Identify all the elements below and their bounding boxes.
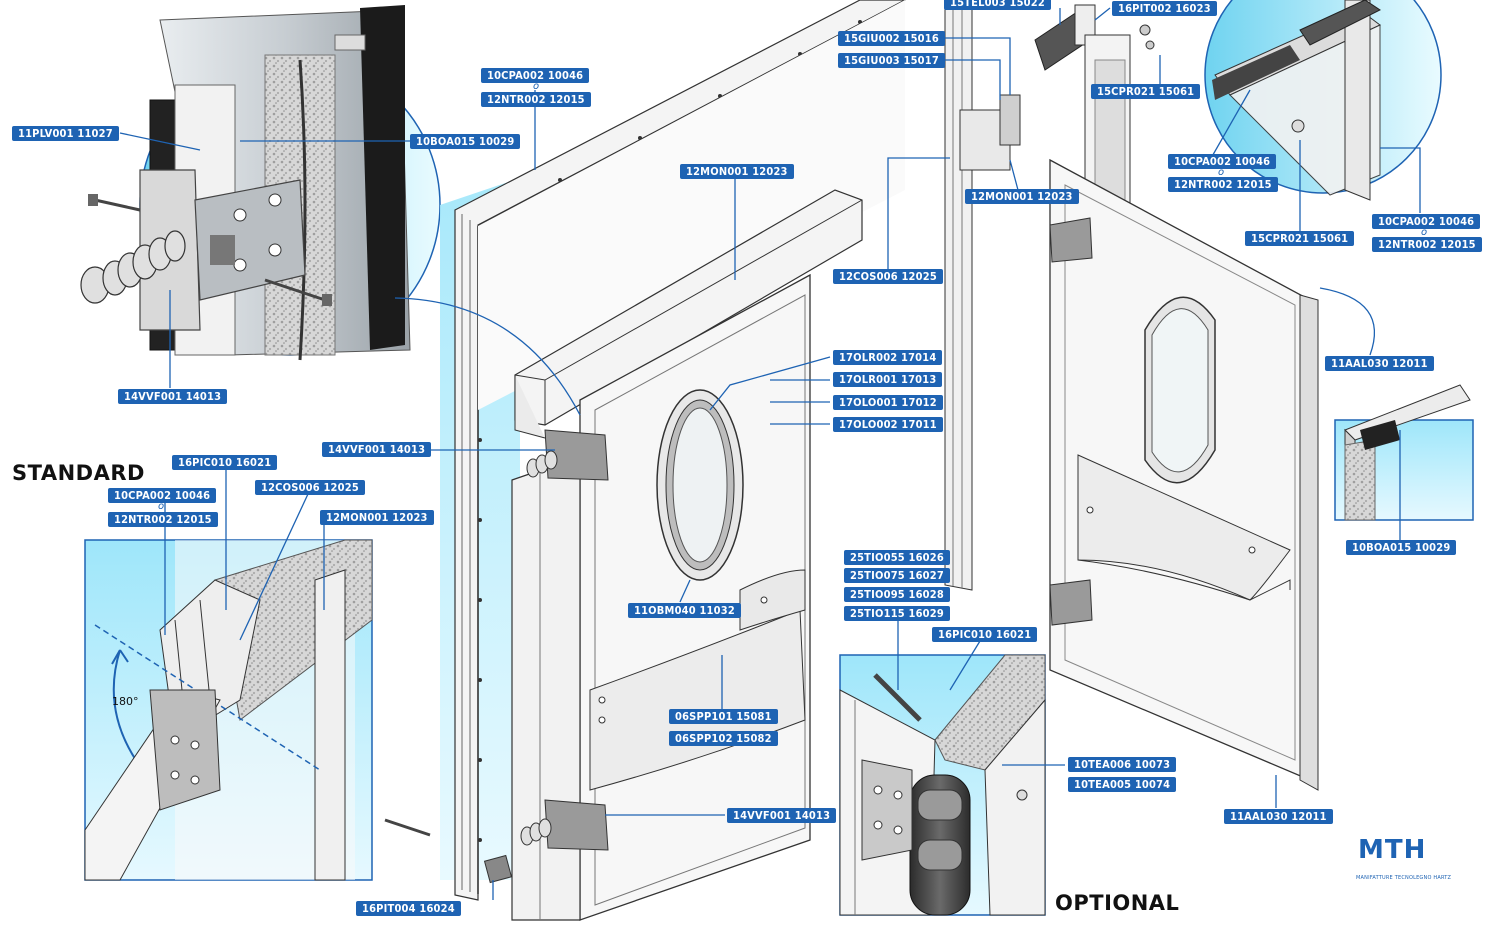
part-label-spp1: 06SPP101 15081 [669, 709, 778, 724]
part-label-ntr-b: 12NTR002 12015 [1372, 237, 1482, 252]
part-label-cos: 12COS006 12025 [833, 269, 943, 284]
angle-label: 180° [112, 695, 139, 708]
part-label-pit2: 16PIT002 16023 [1112, 1, 1217, 16]
part-label-plv: 11PLV001 11027 [12, 126, 119, 141]
part-label-olo2: 17OLO002 17011 [833, 417, 943, 432]
part-label-obm: 11OBM040 11032 [628, 603, 741, 618]
center-door [384, 0, 906, 921]
part-label-aal-top: 11AAL030 12011 [1325, 356, 1434, 371]
part-label-ntr: 12NTR002 12015 [481, 92, 591, 107]
part-label-cpr-a: 15CPR021 15061 [1091, 84, 1201, 99]
part-label-cpa-b: 10CPA002 10046 [1372, 214, 1481, 229]
brand-subtitle: MANIFATTURE TECNOLEGNO HARTZ [1356, 875, 1452, 881]
part-label-aal-bottom: 11AAL030 12011 [1224, 809, 1333, 824]
part-label-tio115: 25TIO115 16029 [844, 606, 950, 621]
part-label-pic: 16PIC010 16021 [172, 455, 278, 470]
part-label-ntr: 12NTR002 12015 [108, 512, 218, 527]
part-label-vvf: 14VVF001 14013 [118, 389, 228, 404]
corner-detail-circle [1204, 0, 1442, 201]
part-label-tio95: 25TIO095 16028 [844, 587, 950, 602]
part-label-tea5: 10TEA005 10074 [1068, 777, 1177, 792]
part-label-olr1: 17OLR001 17013 [833, 372, 943, 387]
part-label-cpa: 10CPA002 10046 [108, 488, 217, 503]
part-label-vvf-top: 14VVF001 14013 [322, 442, 432, 457]
part-label-boa: 10BOA015 10029 [410, 134, 521, 149]
part-label-vvf-bottom: 14VVF001 14013 [727, 808, 837, 823]
brand-logo: MTH [1358, 835, 1427, 865]
part-label-tio55: 25TIO055 16026 [844, 550, 950, 565]
hinge-detail-circle [80, 5, 441, 361]
part-label-mon: 12MON001 12023 [680, 164, 794, 179]
optional-detail-box [839, 654, 1046, 916]
profile-detail-box [1334, 384, 1474, 521]
part-label-giu2: 15GIU002 15016 [838, 31, 945, 46]
part-label-pic: 16PIC010 16021 [932, 627, 1038, 642]
part-label-giu3: 15GIU003 15017 [838, 53, 945, 68]
right-door [1049, 158, 1319, 791]
part-label-spp2: 06SPP102 15082 [669, 731, 778, 746]
part-label-boa: 10BOA015 10029 [1346, 540, 1457, 555]
part-label-olr2: 17OLR002 17014 [833, 350, 943, 365]
part-label-tea6: 10TEA006 10073 [1068, 757, 1177, 772]
part-label-ntr-a: 12NTR002 12015 [1168, 177, 1278, 192]
part-label-cos: 12COS006 12025 [255, 480, 365, 495]
part-label-tio75: 25TIO075 16027 [844, 568, 950, 583]
part-label-mon: 12MON001 12023 [320, 510, 434, 525]
part-label-tel: 15TEL003 15022 [944, 0, 1051, 10]
or-label: o [158, 501, 165, 512]
leader-lines [119, 7, 1421, 900]
part-label-cpa: 10CPA002 10046 [481, 68, 590, 83]
part-label-mon: 12MON001 12023 [965, 189, 1079, 204]
optional-heading: OPTIONAL [1055, 891, 1180, 915]
standard-detail-box [84, 539, 373, 881]
or-label: o [1218, 167, 1225, 178]
or-label: o [1421, 227, 1428, 238]
part-label-cpa-a: 10CPA002 10046 [1168, 154, 1277, 169]
standard-heading: STANDARD [12, 461, 145, 485]
part-label-pit4: 16PIT004 16024 [356, 901, 461, 916]
or-label: o [533, 81, 540, 92]
part-label-olo1: 17OLO001 17012 [833, 395, 943, 410]
part-label-cpr-b: 15CPR021 15061 [1245, 231, 1355, 246]
